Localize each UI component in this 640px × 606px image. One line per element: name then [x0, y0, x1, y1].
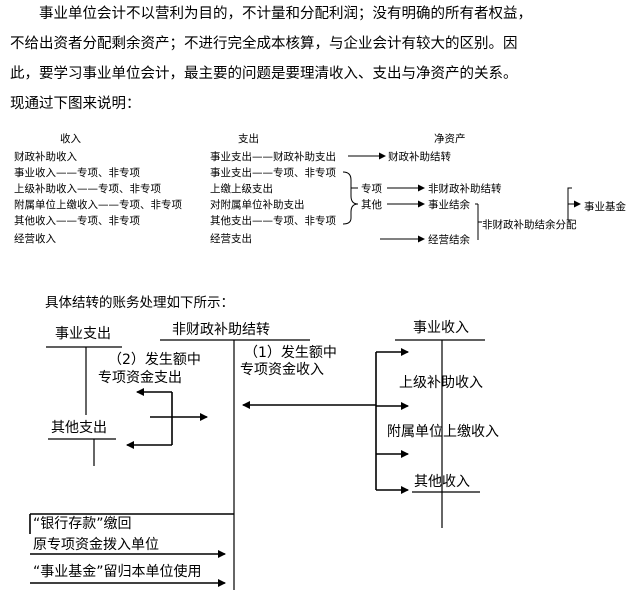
special-label: 专项: [361, 182, 382, 195]
income-header: 收入: [60, 132, 81, 145]
other-label: 其他: [361, 198, 382, 211]
expense-item-superior: 上缴上级支出: [210, 182, 273, 195]
intro-paragraph: 事业单位会计不以营利为目的，不计量和分配利润；没有明确的所有者权益， 不给出资者…: [10, 0, 632, 119]
business-expense-account: 事业支出: [55, 326, 111, 342]
affiliate-income-account: 附属单位上缴收入: [387, 424, 499, 440]
business-fund-retained: “事业基金”留归本单位使用: [33, 563, 202, 580]
income-expense-net-assets-diagram: 收入 支出 净资产 财政补助收入 事业收入——专项、非专项 上级补助收入——专项…: [14, 132, 626, 246]
operating-surplus-label: 经营结余: [428, 233, 470, 246]
intro-line-3: 此，要学习事业单位会计，最主要的问题是要理清收入、支出与净资产的关系。: [10, 66, 518, 82]
nonfiscal-transfer-label: 非财政补助结转: [428, 182, 502, 195]
note-1-line-1: （1）发生额中: [244, 345, 337, 361]
intro-line-4: 现通过下图来说明：: [10, 96, 141, 112]
income-item-business: 事业收入——专项、非专项: [14, 166, 140, 179]
transfer-accounting-diagram: 事业支出 非财政补助结转 （2）发生额中 专项资金支出 （1）发生额中 专项资金…: [29, 320, 499, 590]
expense-item-business: 事业支出——专项、非专项: [210, 166, 336, 179]
expense-item-affiliate: 对附属单位补助支出: [210, 198, 305, 211]
fiscal-transfer-label: 财政补助结转: [388, 150, 451, 163]
income-item-affiliate: 附属单位上缴收入——专项、非专项: [14, 198, 182, 211]
expense-item-fiscal: 事业支出——财政补助支出: [210, 150, 336, 163]
bank-deposit-line-1: “银行存款”缴回: [33, 516, 132, 532]
nonfiscal-distribution-label: 非财政补助结余分配: [482, 218, 577, 231]
superior-grant-income-account: 上级补助收入: [399, 375, 483, 391]
note-2-line-1: （2）发生额中: [108, 352, 201, 368]
business-surplus-label: 事业结余: [428, 198, 470, 211]
intro-line-1: 事业单位会计不以营利为目的，不计量和分配利润；没有明确的所有者权益，: [39, 6, 532, 22]
income-item-other: 其他收入——专项、非专项: [14, 214, 140, 227]
expense-header: 支出: [238, 132, 259, 145]
income-item-operating: 经营收入: [14, 232, 56, 245]
other-expense-account: 其他支出: [51, 420, 107, 436]
income-item-superior: 上级补助收入——专项、非专项: [14, 182, 161, 195]
expense-item-operating: 经营支出: [210, 232, 252, 245]
net-assets-header: 净资产: [434, 132, 466, 145]
business-income-account: 事业收入: [413, 320, 469, 336]
bank-deposit-line-2: 原专项资金拨入单位: [33, 537, 159, 553]
business-fund-label: 事业基金: [584, 200, 626, 213]
note-1-line-2: 专项资金收入: [240, 362, 324, 378]
note-2-line-2: 专项资金支出: [98, 370, 182, 386]
intro-line-2: 不给出资者分配剩余资产；不进行完全成本核算，与企业会计有较大的区别。因: [10, 36, 518, 52]
subheading: 具体结转的账务处理如下所示：: [45, 295, 234, 311]
expense-item-other: 其他支出——专项、非专项: [210, 214, 336, 227]
nonfiscal-transfer-account: 非财政补助结转: [172, 322, 270, 338]
income-item-fiscal: 财政补助收入: [14, 150, 77, 163]
